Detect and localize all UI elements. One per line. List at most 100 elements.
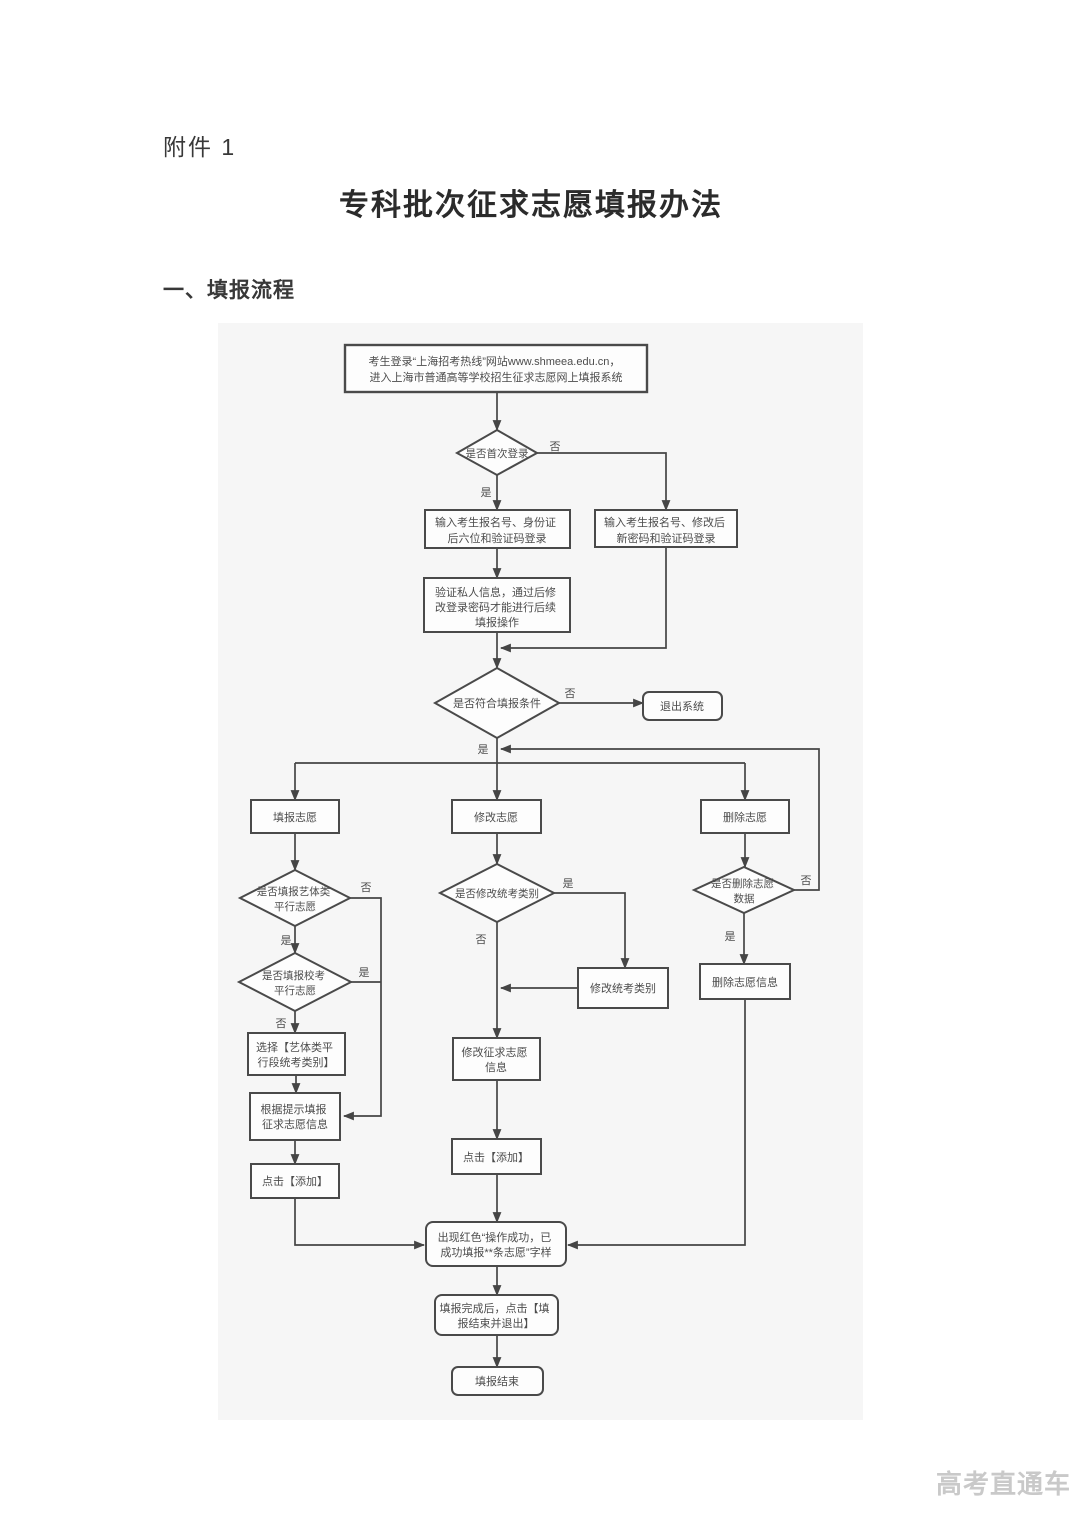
input-first-line2: 后六位和验证码登录 [448,531,547,545]
fill-by-prompt-line1: 根据提示填报 [260,1102,326,1116]
svg-text:是否修改统考类别: 是否修改统考类别 [455,887,539,900]
svg-text:是否符合填报条件: 是否符合填报条件 [453,696,541,710]
label-art-yes: 是 [281,934,292,947]
label-first-login-yes: 是 [481,486,492,499]
node-exit-system: 退出系统 [642,691,723,721]
finish-line2: 报结束并退出】 [458,1316,535,1330]
node-input-first: 输入考生报名号、身份证 后六位和验证码登录 [424,509,571,549]
label-modify-exam-yes: 是 [563,877,574,890]
label-school-no: 否 [276,1018,287,1030]
choose-category-box [247,1032,346,1076]
svg-text:退出系统: 退出系统 [660,699,704,713]
modify-exam-text: 是否修改统考类别 [455,887,539,900]
finish-line1: 填报完成后，点击【填 [439,1301,549,1315]
flowchart: 否 是 否 是 否 是 是 否 是 否 否 是 考生登录“上海招考热线”网站ww… [236,343,820,1396]
svg-text:输入考生报名号、修改后 新密码和验证码登: 输入考生报名号、修改后 新密码和验证码登录 [604,515,728,545]
node-modify-volunteer: 修改志愿 [451,799,542,834]
node-eligible-decision: 是否符合填报条件 [432,666,562,740]
modify-info-box [452,1037,541,1081]
edge-first-login-no [537,452,671,512]
document-title: 专科批次征求志愿填报办法 [339,189,723,222]
modify-text: 修改志愿 [474,810,518,824]
input-first-box [424,509,571,549]
school-exam-diamond [236,951,354,1013]
svg-text:点击【添加】: 点击【添加】 [262,1174,328,1188]
school-exam-line2: 平行志愿 [274,984,316,997]
input-first-line1: 输入考生报名号、身份证 [435,515,556,529]
node-fill-volunteer: 填报志愿 [250,799,340,834]
node-modify-info: 修改征求志愿 信息 [452,1037,541,1081]
svg-text:修改统考类别: 修改统考类别 [590,981,656,995]
node-delete-volunteer: 删除志愿 [700,799,790,834]
first-login-diamond [454,428,540,477]
node-click-add-mid: 点击【添加】 [451,1138,542,1175]
node-input-returning: 输入考生报名号、修改后 新密码和验证码登录 [594,509,738,548]
attachment-label: 附件 1 [163,134,237,160]
svg-text:填报完成后，点击【填 报结束并退出】: 填报完成后，点击【填 报结束并退出】 [439,1301,552,1330]
input-returning-line1: 输入考生报名号、修改后 [604,515,725,529]
verify-line3: 填报操作 [475,615,519,629]
start-text-line2: 进入上海市普通高等学校招生征求志愿网上填报系统 [370,370,623,384]
modify-info-line1: 修改征求志愿 [461,1045,527,1059]
input-returning-line2: 新密码和验证码登录 [617,531,716,545]
node-first-login-decision: 是否首次登录 [454,428,540,477]
node-start: 考生登录“上海招考热线”网站www.shmeea.edu.cn， 进入上海市普通… [343,343,649,394]
label-delete-yes: 是 [725,930,736,943]
node-fill-by-prompt: 根据提示填报 征求志愿信息 [249,1092,341,1141]
edge-art-no-rail [342,897,382,1121]
click-add-left-text: 点击【添加】 [262,1174,328,1188]
svg-text:选择【艺体类平 行段统考类别】: 选择【艺体类平 行段统考类别】 [256,1040,336,1069]
delete-confirm-diamond [691,865,797,915]
flowchart-panel: 否 是 否 是 否 是 是 否 是 否 否 是 考生登录“上海招考热线”网站ww… [218,323,863,1420]
verify-box [423,577,571,633]
fill-text: 填报志愿 [273,810,317,824]
svg-text:删除志愿信息: 删除志愿信息 [712,975,778,989]
click-add-mid-text: 点击【添加】 [463,1150,529,1164]
svg-text:验证私人信息，通过后修 改登录密码才能进: 验证私人信息，通过后修 改登录密码才能进行后续 填报操作 [435,585,559,629]
label-eligible-no: 否 [565,688,576,700]
art-parallel-line2: 平行志愿 [274,900,316,913]
fill-by-prompt-line2: 征求志愿信息 [262,1117,328,1131]
fill-box [250,799,340,834]
fill-by-prompt-box [249,1092,341,1141]
svg-text:删除志愿: 删除志愿 [723,810,767,824]
art-parallel-diamond [237,868,353,928]
modify-exam-diamond [437,862,557,924]
svg-text:考生登录“上海招考热线”网站www.shmeea.edu.c: 考生登录“上海招考热线”网站www.shmeea.edu.cn， 进入上海市普通… [369,354,624,384]
node-success-message: 出现红色“操作成功，已 成功填报**条志愿”字样 [425,1221,567,1267]
edge-delete-info-to-success [566,999,746,1250]
edge-returning-merge [499,547,667,653]
delete-text: 删除志愿 [723,810,767,824]
finish-box [434,1294,559,1336]
eligible-diamond [432,666,562,740]
label-modify-exam-no: 否 [476,934,487,946]
svg-text:输入考生报名号、身份证 后六位和验证码登: 输入考生报名号、身份证 后六位和验证码登录 [435,515,559,545]
label-first-login-no: 否 [550,441,561,453]
node-verify-info: 验证私人信息，通过后修 改登录密码才能进行后续 填报操作 [423,577,571,633]
eligible-text: 是否符合填报条件 [453,696,541,710]
svg-text:根据提示填报 征求志愿信息: 根据提示填报 征求志愿信息 [260,1102,329,1131]
delete-info-box [699,963,791,1000]
end-text: 填报结束 [475,1374,519,1388]
input-returning-box [594,509,738,548]
delete-box [700,799,790,834]
label-school-yes: 是 [359,966,370,979]
node-modify-exam-category: 修改统考类别 [577,967,669,1009]
node-finish-click: 填报完成后，点击【填 报结束并退出】 [434,1294,559,1336]
svg-text:是否填报艺体类 平行志愿: 是否填报艺体类 平行志愿 [257,885,333,913]
node-click-add-left: 点击【添加】 [250,1163,340,1199]
choose-category-line2: 行段统考类别】 [258,1055,335,1069]
click-add-left-box [250,1163,340,1199]
success-line2: 成功填报**条志愿”字样 [440,1245,551,1259]
flow-branch-labels: 否 是 否 是 否 是 是 否 是 否 否 是 [276,441,812,1030]
end-box [451,1366,544,1396]
success-line1: 出现红色“操作成功，已 [438,1230,552,1244]
exit-box [642,691,723,721]
node-delete-info: 删除志愿信息 [699,963,791,1000]
delete-info-text: 删除志愿信息 [712,975,778,989]
label-art-no: 否 [361,882,372,894]
svg-text:是否首次登录: 是否首次登录 [466,447,529,460]
first-login-text: 是否首次登录 [466,447,529,460]
svg-text:出现红色“操作成功，已 成功填报**条志: 出现红色“操作成功，已 成功填报**条志愿”字样 [438,1230,555,1259]
edge-delete-no-loop [499,744,820,891]
